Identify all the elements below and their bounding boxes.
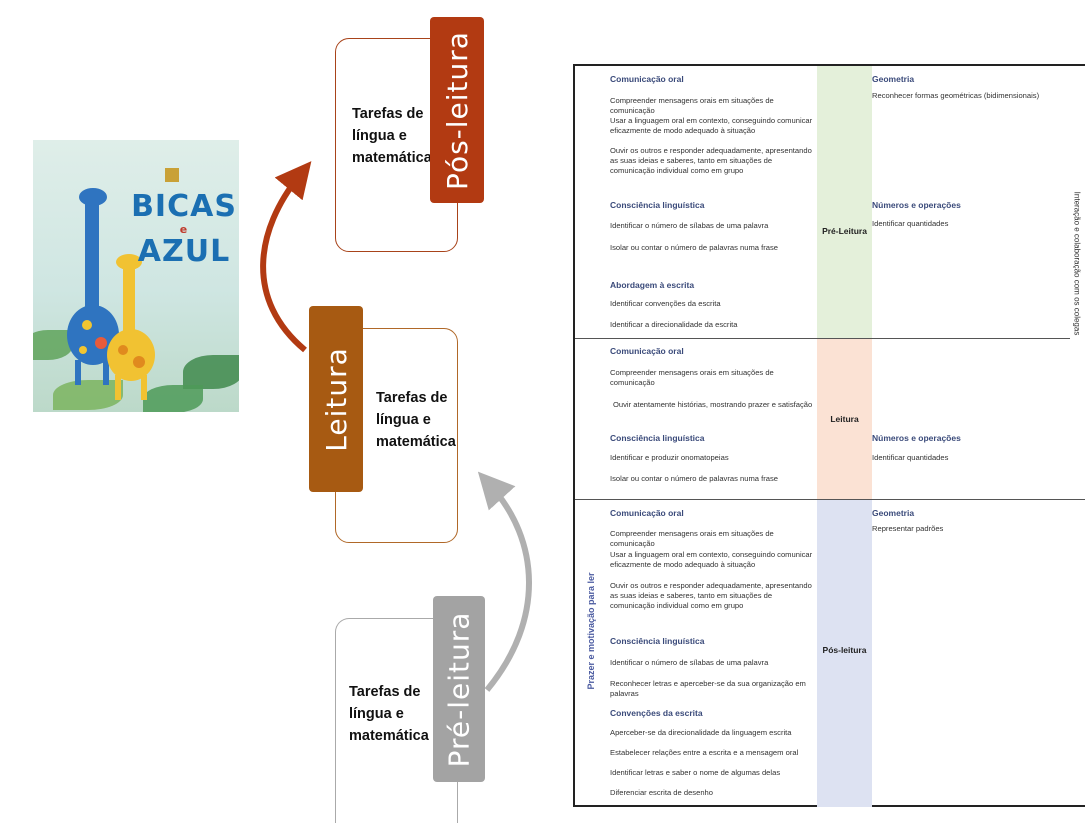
desc-line: matemática (352, 150, 432, 166)
pos-leitura-description: Tarefas de língua e matemática (352, 103, 432, 169)
heading-consciencia-linguistica: Consciência linguística (610, 636, 705, 646)
book-title: BICAS e AZUL (129, 192, 239, 267)
right-label: Interação e colaboração com os colegas (1070, 126, 1084, 406)
pos-leitura-tab: Pós-leitura (430, 17, 484, 203)
skill-item: Estabelecer relações entre a escrita e a… (610, 748, 799, 757)
skill-item: Identificar e produzir onomatopeias (610, 453, 729, 462)
pre-leitura-tab-label: Pré-leitura (442, 611, 476, 767)
yellow-giraffe-illustration (107, 254, 155, 400)
leaf-decoration (143, 385, 203, 412)
book-title-line1: BICAS (131, 189, 237, 224)
skill-item: Identificar o número de sílabas de uma p… (610, 221, 769, 230)
book-title-line3: AZUL (137, 234, 231, 269)
leaf-decoration (53, 380, 123, 410)
curriculum-table: Pré-Leitura Leitura Pós-leitura Prazer e… (573, 64, 1085, 807)
skill-item: Usar a linguagem oral em contexto, conse… (610, 116, 813, 135)
heading-numeros-operacoes: Números e operações (872, 433, 961, 443)
heading-consciencia-linguistica: Consciência linguística (610, 200, 705, 210)
pos-leitura-column (817, 499, 872, 807)
skill-item: Aperceber-se da direcionalidade da lingu… (610, 728, 792, 737)
heading-geometria: Geometria (872, 74, 915, 84)
leitura-tab: Leitura (309, 306, 363, 492)
phase-label-leitura: Leitura (830, 414, 859, 424)
leaf-decoration (183, 355, 239, 389)
desc-line: matemática (376, 434, 456, 450)
desc-line: Tarefas de (352, 106, 424, 122)
phase-label-pos-leitura: Pós-leitura (822, 645, 867, 655)
right-label-text: Interação e colaboração com os colegas (1072, 191, 1082, 336)
skill-item: Compreender mensagens orais em situações… (610, 529, 774, 548)
skill-item: Usar a linguagem oral em contexto, conse… (610, 550, 813, 569)
arrow-pre-leitura-to-leitura (477, 471, 532, 692)
side-label-text: Prazer e motivação para ler (586, 572, 596, 690)
pre-leitura-tab: Pré-leitura (433, 596, 485, 782)
section-divider (575, 499, 1085, 500)
heading-geometria: Geometria (872, 508, 915, 518)
desc-line: língua e (376, 412, 431, 428)
desc-line: matemática (349, 728, 429, 744)
desc-line: língua e (352, 128, 407, 144)
skill-item: Reconhecer formas geométricas (bidimensi… (872, 91, 1040, 100)
heading-comunicacao-oral: Comunicação oral (610, 346, 684, 356)
skill-item: Identificar letras e saber o nome de alg… (610, 768, 781, 777)
desc-line: Tarefas de (376, 390, 448, 406)
skill-item: Ouvir os outros e responder adequadament… (610, 581, 812, 610)
skill-item: Diferenciar escrita de desenho (610, 788, 713, 797)
pre-leitura-description: Tarefas de língua e matemática (349, 681, 429, 747)
phase-label-pre-leitura: Pré-Leitura (822, 226, 867, 236)
book-cover-image: BICAS e AZUL (33, 140, 239, 412)
desc-line: Tarefas de (349, 684, 421, 700)
leitura-description: Tarefas de língua e matemática (376, 387, 456, 453)
arrow-leitura-to-pos-leitura (260, 161, 312, 353)
skill-item: Identificar a direcionalidade da escrita (610, 320, 738, 329)
heading-consciencia-linguistica: Consciência linguística (610, 433, 705, 443)
desc-line: língua e (349, 706, 404, 722)
leitura-column (817, 338, 872, 499)
heading-convencoes-escrita: Convenções da escrita (610, 708, 703, 718)
leitura-tab-label: Leitura (319, 346, 353, 452)
blue-giraffe-illustration (67, 188, 119, 385)
skill-item: Reconhecer letras e aperceber-se da sua … (610, 679, 806, 698)
side-label: Prazer e motivação para ler (581, 486, 601, 786)
skill-item: Identificar o número de sílabas de uma p… (610, 658, 769, 667)
section-divider (575, 338, 1070, 339)
skill-item: Compreender mensagens orais em situações… (610, 368, 774, 387)
skill-item: Identificar quantidades (872, 453, 949, 462)
skill-item: Isolar ou contar o número de palavras nu… (610, 243, 778, 252)
skill-item: Compreender mensagens orais em situações… (610, 96, 774, 115)
pre-leitura-column (817, 66, 872, 338)
leaf-decoration (33, 330, 73, 360)
skill-item: Identificar convenções da escrita (610, 299, 721, 308)
heading-numeros-operacoes: Números e operações (872, 200, 961, 210)
skill-item: Ouvir atentamente histórias, mostrando p… (613, 400, 813, 409)
heading-comunicacao-oral: Comunicação oral (610, 74, 684, 84)
book-title-line2: e (179, 223, 189, 236)
skill-item: Representar padrões (872, 524, 944, 533)
skill-item: Identificar quantidades (872, 219, 949, 228)
pos-leitura-tab-label: Pós-leitura (440, 30, 474, 190)
skill-item: Isolar ou contar o número de palavras nu… (610, 474, 778, 483)
heading-abordagem-escrita: Abordagem à escrita (610, 280, 695, 290)
publisher-logo (165, 168, 179, 182)
skill-item: Ouvir os outros e responder adequadament… (610, 146, 812, 175)
heading-comunicacao-oral: Comunicação oral (610, 508, 684, 518)
